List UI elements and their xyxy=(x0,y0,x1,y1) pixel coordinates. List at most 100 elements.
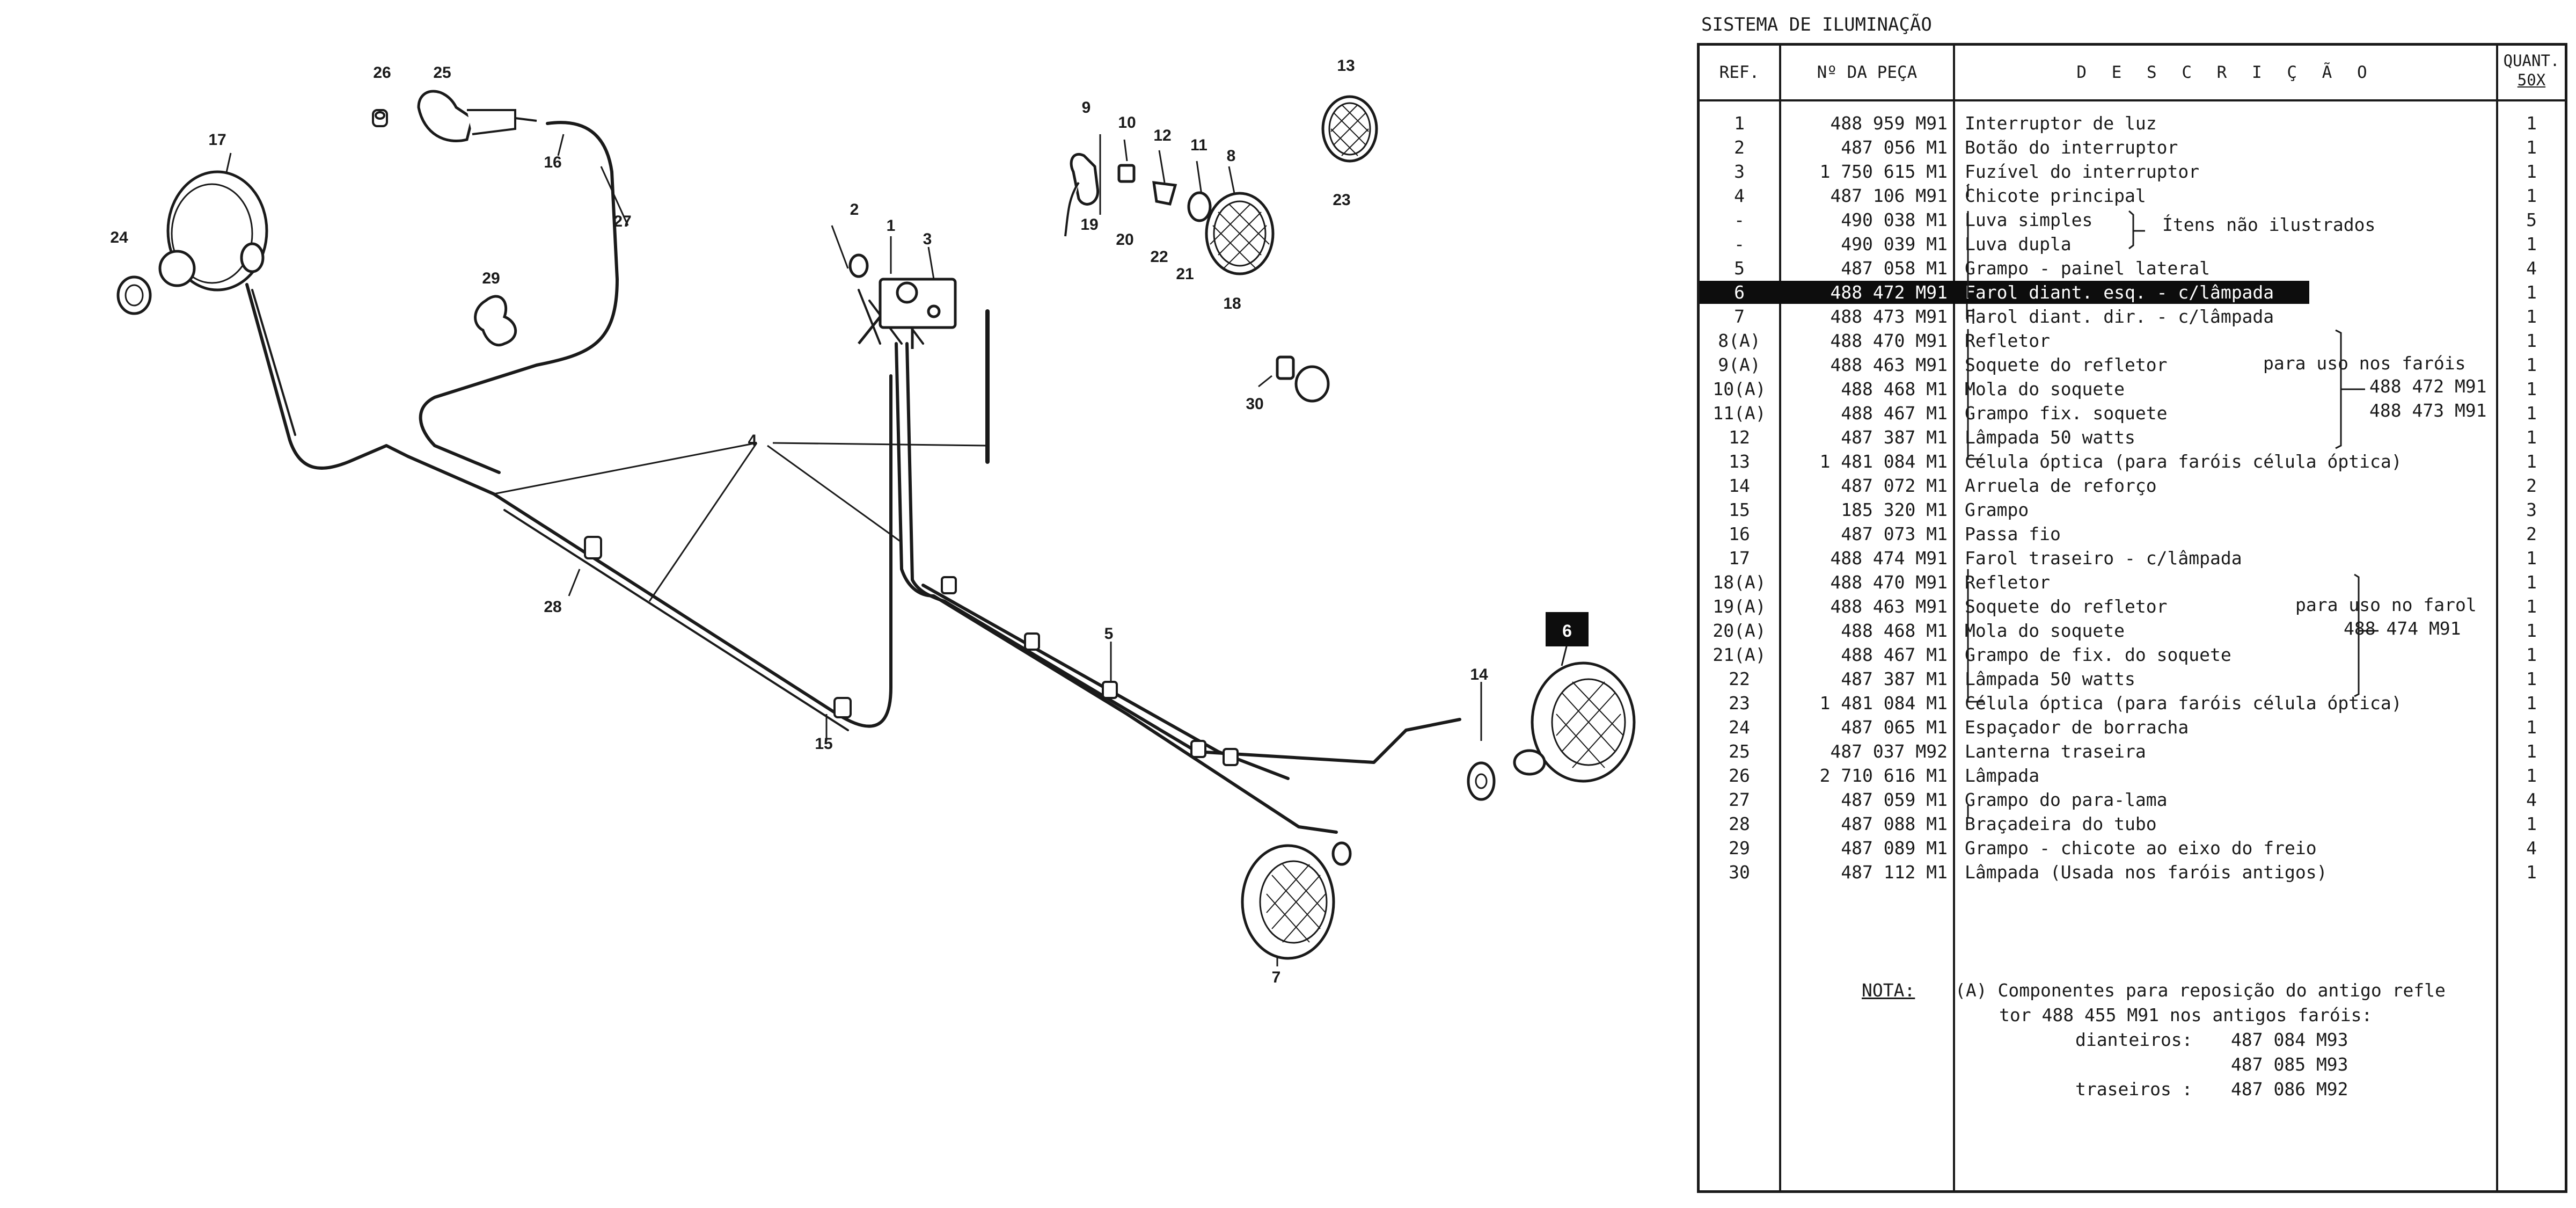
row-description: Célula óptica (para faróis célula óptica… xyxy=(1965,693,2402,714)
row-quantity: 4 xyxy=(2526,838,2537,858)
row-description: Grampo xyxy=(1965,499,2029,520)
note-line2: tor 488 455 M91 nos antigos faróis: xyxy=(1999,1005,2373,1025)
row-description: Luva dupla xyxy=(1965,234,2072,254)
row-description: Fuzível do interruptor xyxy=(1965,161,2200,182)
note-rear-label: traseiros : xyxy=(2075,1079,2193,1100)
row-description: Grampo do para-lama xyxy=(1965,789,2168,810)
row-ref: - xyxy=(1734,234,1745,254)
wire-rear-left xyxy=(245,283,495,496)
row-part-number: 487 056 M1 xyxy=(1841,137,1948,158)
callout-28: 28 xyxy=(544,598,561,616)
header-quantity-line2: 50X xyxy=(2517,71,2546,89)
row-quantity: 1 xyxy=(2526,185,2537,206)
leader-4b xyxy=(648,442,758,602)
row-ref: 18(A) xyxy=(1713,572,1766,593)
row-highlight xyxy=(1700,281,2309,304)
row-ref: 8(A) xyxy=(1718,330,1761,351)
header-description: D E S C R I Ç Ã O xyxy=(2076,63,2375,82)
row-part-number: 488 463 M91 xyxy=(1830,354,1948,375)
callout-22: 22 xyxy=(1150,248,1168,266)
row-ref: 27 xyxy=(1729,789,1750,810)
light-switch-assembly xyxy=(848,253,957,349)
row-ref: 3 xyxy=(1734,161,1745,182)
header-ref: REF. xyxy=(1719,63,1760,82)
row-description: Lâmpada 50 watts xyxy=(1965,427,2135,448)
row-quantity: 4 xyxy=(2526,258,2537,279)
header-quantity-line1: QUANT. xyxy=(2503,52,2560,70)
bulb-26 xyxy=(372,109,388,127)
rear-use-note-line2: 488 474 M91 xyxy=(2344,618,2461,639)
leader-4c xyxy=(767,445,902,543)
callout-15: 15 xyxy=(815,735,832,753)
leader-2 xyxy=(831,225,849,269)
row-description: Mola do soquete xyxy=(1965,379,2125,399)
row-description: Lanterna traseira xyxy=(1965,741,2146,762)
row-description: Lâmpada (Usada nos faróis antigos) xyxy=(1965,862,2328,883)
callout-7: 7 xyxy=(1272,969,1281,986)
row-ref: 4 xyxy=(1734,185,1745,206)
row-ref: 23 xyxy=(1729,693,1750,714)
row-quantity: 1 xyxy=(2526,161,2537,182)
callout-27: 27 xyxy=(613,213,631,230)
row-description: Célula óptica (para faróis célula óptica… xyxy=(1965,451,2402,472)
row-part-number: 487 088 M1 xyxy=(1841,813,1948,834)
lamp-23 xyxy=(1321,95,1378,163)
front-use-note-line1: para uso nos faróis xyxy=(2263,353,2466,374)
row-quantity: 1 xyxy=(2526,451,2537,472)
callout-19: 19 xyxy=(1080,216,1098,234)
col-divider-ref xyxy=(1779,46,1781,1190)
row-ref: 12 xyxy=(1729,427,1750,448)
row-part-number: 1 481 084 M1 xyxy=(1819,693,1948,714)
rear-lamp-17 xyxy=(158,170,268,292)
callout-6-box xyxy=(1546,612,1589,646)
header-divider xyxy=(1700,99,2565,101)
harness-clips xyxy=(584,536,1239,766)
header-quantity: QUANT. 50X xyxy=(2498,43,2565,97)
callout-30: 30 xyxy=(1246,395,1263,413)
row-quantity: 1 xyxy=(2526,765,2537,786)
callout-23: 23 xyxy=(1333,191,1350,209)
row-part-number: 488 474 M91 xyxy=(1830,548,1948,569)
row-description: Chicote principal xyxy=(1965,185,2146,206)
row-description: Refletor xyxy=(1965,330,2050,351)
row-description: Farol diant. dir. - c/lâmpada xyxy=(1965,306,2274,327)
table-row: 23 1 481 084 M1 Célula óptica (para faróis… xyxy=(1700,691,2565,715)
callout-29: 29 xyxy=(482,270,500,287)
row-description: Botão do interruptor xyxy=(1965,137,2178,158)
callout-2: 2 xyxy=(850,201,859,219)
clip-29 xyxy=(474,295,517,346)
row-quantity: 3 xyxy=(2526,499,2537,520)
callout-13: 13 xyxy=(1337,57,1355,75)
leader-6 xyxy=(1561,644,1568,666)
col-divider-desc xyxy=(2496,46,2498,1190)
row-description: Braçadeira do tubo xyxy=(1965,813,2157,834)
parts-table: REF. Nº DA PEÇA D E S C R I Ç Ã O QUANT.… xyxy=(1697,43,2567,1193)
note-front-part2: 487 085 M93 xyxy=(2231,1054,2348,1075)
callout-16: 16 xyxy=(544,154,561,171)
callout-20: 20 xyxy=(1116,231,1133,249)
callout-17: 17 xyxy=(208,131,226,149)
row-part-number: 490 039 M1 xyxy=(1841,234,1948,254)
row-part-number: 487 387 M1 xyxy=(1841,668,1948,689)
leader-28 xyxy=(568,569,581,596)
tail-lamp-25 xyxy=(417,90,537,142)
front-headlamp-6 xyxy=(1467,661,1636,801)
row-quantity: 1 xyxy=(2526,113,2537,134)
page-title: SISTEMA DE ILUMINAÇÃO xyxy=(1701,14,1932,35)
row-quantity: 2 xyxy=(2526,475,2537,496)
